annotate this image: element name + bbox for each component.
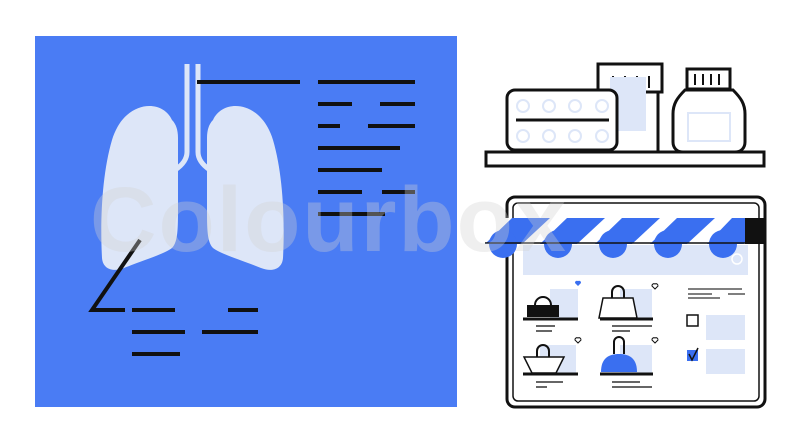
pill-bottle-icon	[671, 88, 747, 154]
heart-icon[interactable]	[651, 283, 659, 290]
xray-panel	[35, 36, 457, 407]
product-card[interactable]	[598, 283, 659, 321]
awning	[485, 218, 765, 258]
heart-icon[interactable]	[574, 337, 582, 344]
product-card[interactable]	[600, 336, 659, 376]
product-card[interactable]	[522, 337, 582, 376]
search-icon[interactable]	[731, 253, 743, 265]
handbag-icon	[601, 354, 637, 372]
product-grid	[522, 280, 659, 388]
handbag-icon	[527, 305, 559, 317]
lungs-icon	[101, 64, 284, 270]
report-lines	[88, 80, 415, 356]
checkbox-unchecked[interactable]	[686, 314, 699, 327]
handbag-icon	[522, 356, 566, 374]
heart-icon[interactable]	[651, 337, 659, 344]
bottle-cap	[685, 67, 732, 91]
heart-icon-filled[interactable]	[574, 280, 582, 286]
handbag-icon	[598, 297, 638, 319]
medicine-shelf	[484, 62, 766, 168]
checkmark-icon	[688, 347, 699, 362]
filter-panel	[686, 288, 745, 374]
product-card[interactable]	[523, 280, 582, 321]
online-shop-window	[485, 195, 767, 409]
checkbox-checked[interactable]	[687, 350, 698, 361]
